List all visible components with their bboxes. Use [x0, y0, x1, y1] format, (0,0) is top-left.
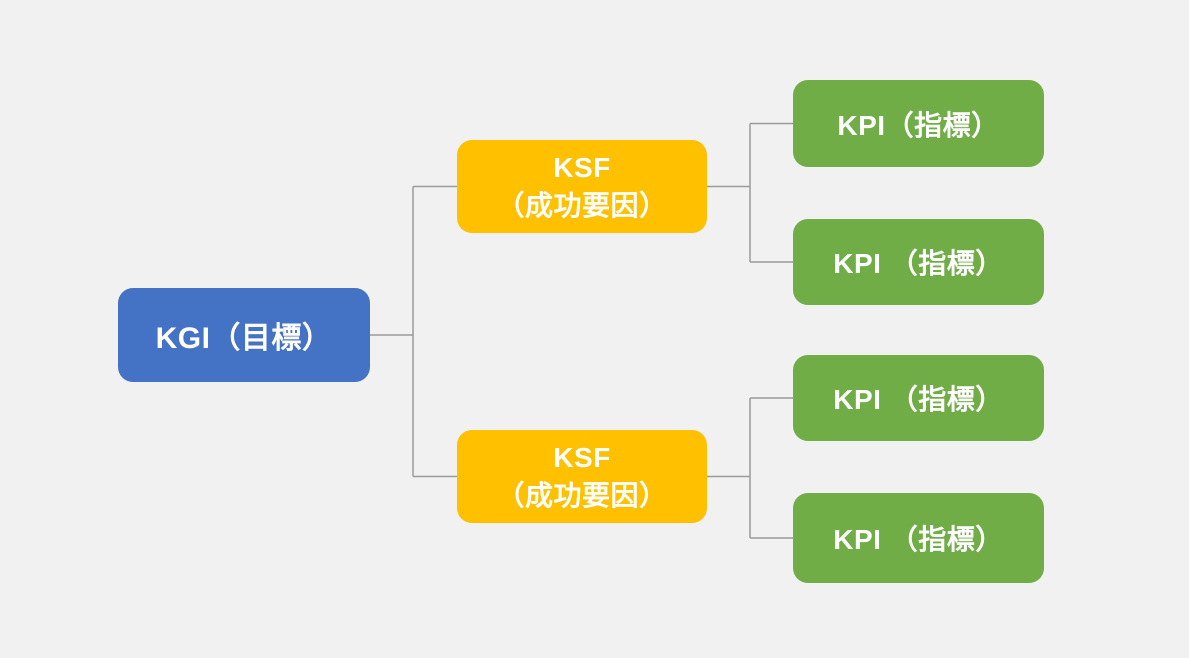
connector-ksf2-to-kpi: [707, 397, 793, 539]
node-kpi-1: KPI（指標）: [793, 80, 1044, 167]
node-kpi-2: KPI （指標）: [793, 219, 1044, 305]
node-kpi-3: KPI （指標）: [793, 355, 1044, 441]
node-kgi: KGI（目標）: [118, 288, 370, 382]
connector-kgi-to-ksf: [370, 185, 457, 478]
node-ksf-top: KSF （成功要因）: [457, 140, 707, 233]
connector-group: [370, 122, 793, 539]
node-kpi-4: KPI （指標）: [793, 493, 1044, 583]
connector-ksf1-to-kpi: [707, 122, 793, 263]
node-ksf-bottom: KSF （成功要因）: [457, 430, 707, 523]
